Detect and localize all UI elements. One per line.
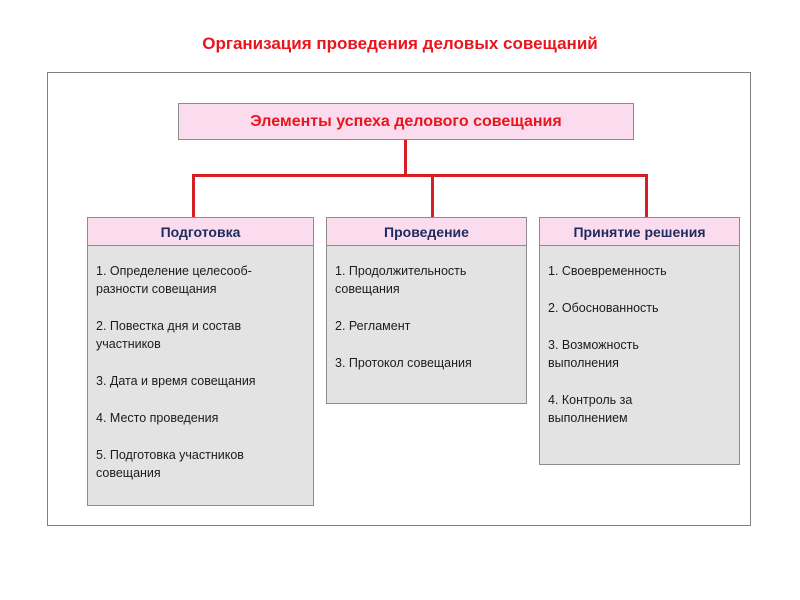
column-header: Проведение (327, 218, 526, 246)
connector-branch-right (645, 174, 648, 218)
root-node-label: Элементы успеха делового совещания (250, 112, 562, 130)
list-item: 2. Регламент (335, 319, 411, 333)
list-item: 1. Определение целесооб- разности совеща… (96, 264, 252, 296)
page-title: Организация проведения деловых совещаний (202, 34, 598, 53)
column-decision-making: Принятие решения 1. Своевременность 2. О… (539, 217, 740, 465)
list-item: 1. Своевременность (548, 264, 667, 278)
connector-branch-middle (431, 174, 434, 218)
connector-horizontal-bar (192, 174, 648, 177)
column-conducting: Проведение 1. Продолжительность совещани… (326, 217, 527, 404)
connector-root-stem (404, 140, 407, 176)
list-item: 2. Повестка дня и состав участников (96, 319, 242, 351)
list-item: 4. Место проведения (96, 411, 219, 425)
list-item: 2. Обоснованность (548, 301, 659, 315)
list-item: 3. Дата и время совещания (96, 374, 256, 388)
column-header: Принятие решения (540, 218, 739, 246)
list-item: 1. Продолжительность совещания (335, 264, 467, 296)
list-item: 5. Подготовка участников совещания (96, 448, 244, 480)
column-body: 1. Своевременность 2. Обоснованность 3. … (540, 246, 739, 435)
list-item: 3. Протокол совещания (335, 356, 472, 370)
column-body: 1. Определение целесооб- разности совеща… (88, 246, 313, 490)
column-header: Подготовка (88, 218, 313, 246)
column-preparation: Подготовка 1. Определение целесооб- разн… (87, 217, 314, 506)
list-item: 3. Возможность выполнения (548, 338, 639, 370)
column-body: 1. Продолжительность совещания 2. Реглам… (327, 246, 526, 380)
root-node: Элементы успеха делового совещания (178, 103, 634, 140)
connector-branch-left (192, 174, 195, 218)
list-item: 4. Контроль за выполнением (548, 393, 633, 425)
